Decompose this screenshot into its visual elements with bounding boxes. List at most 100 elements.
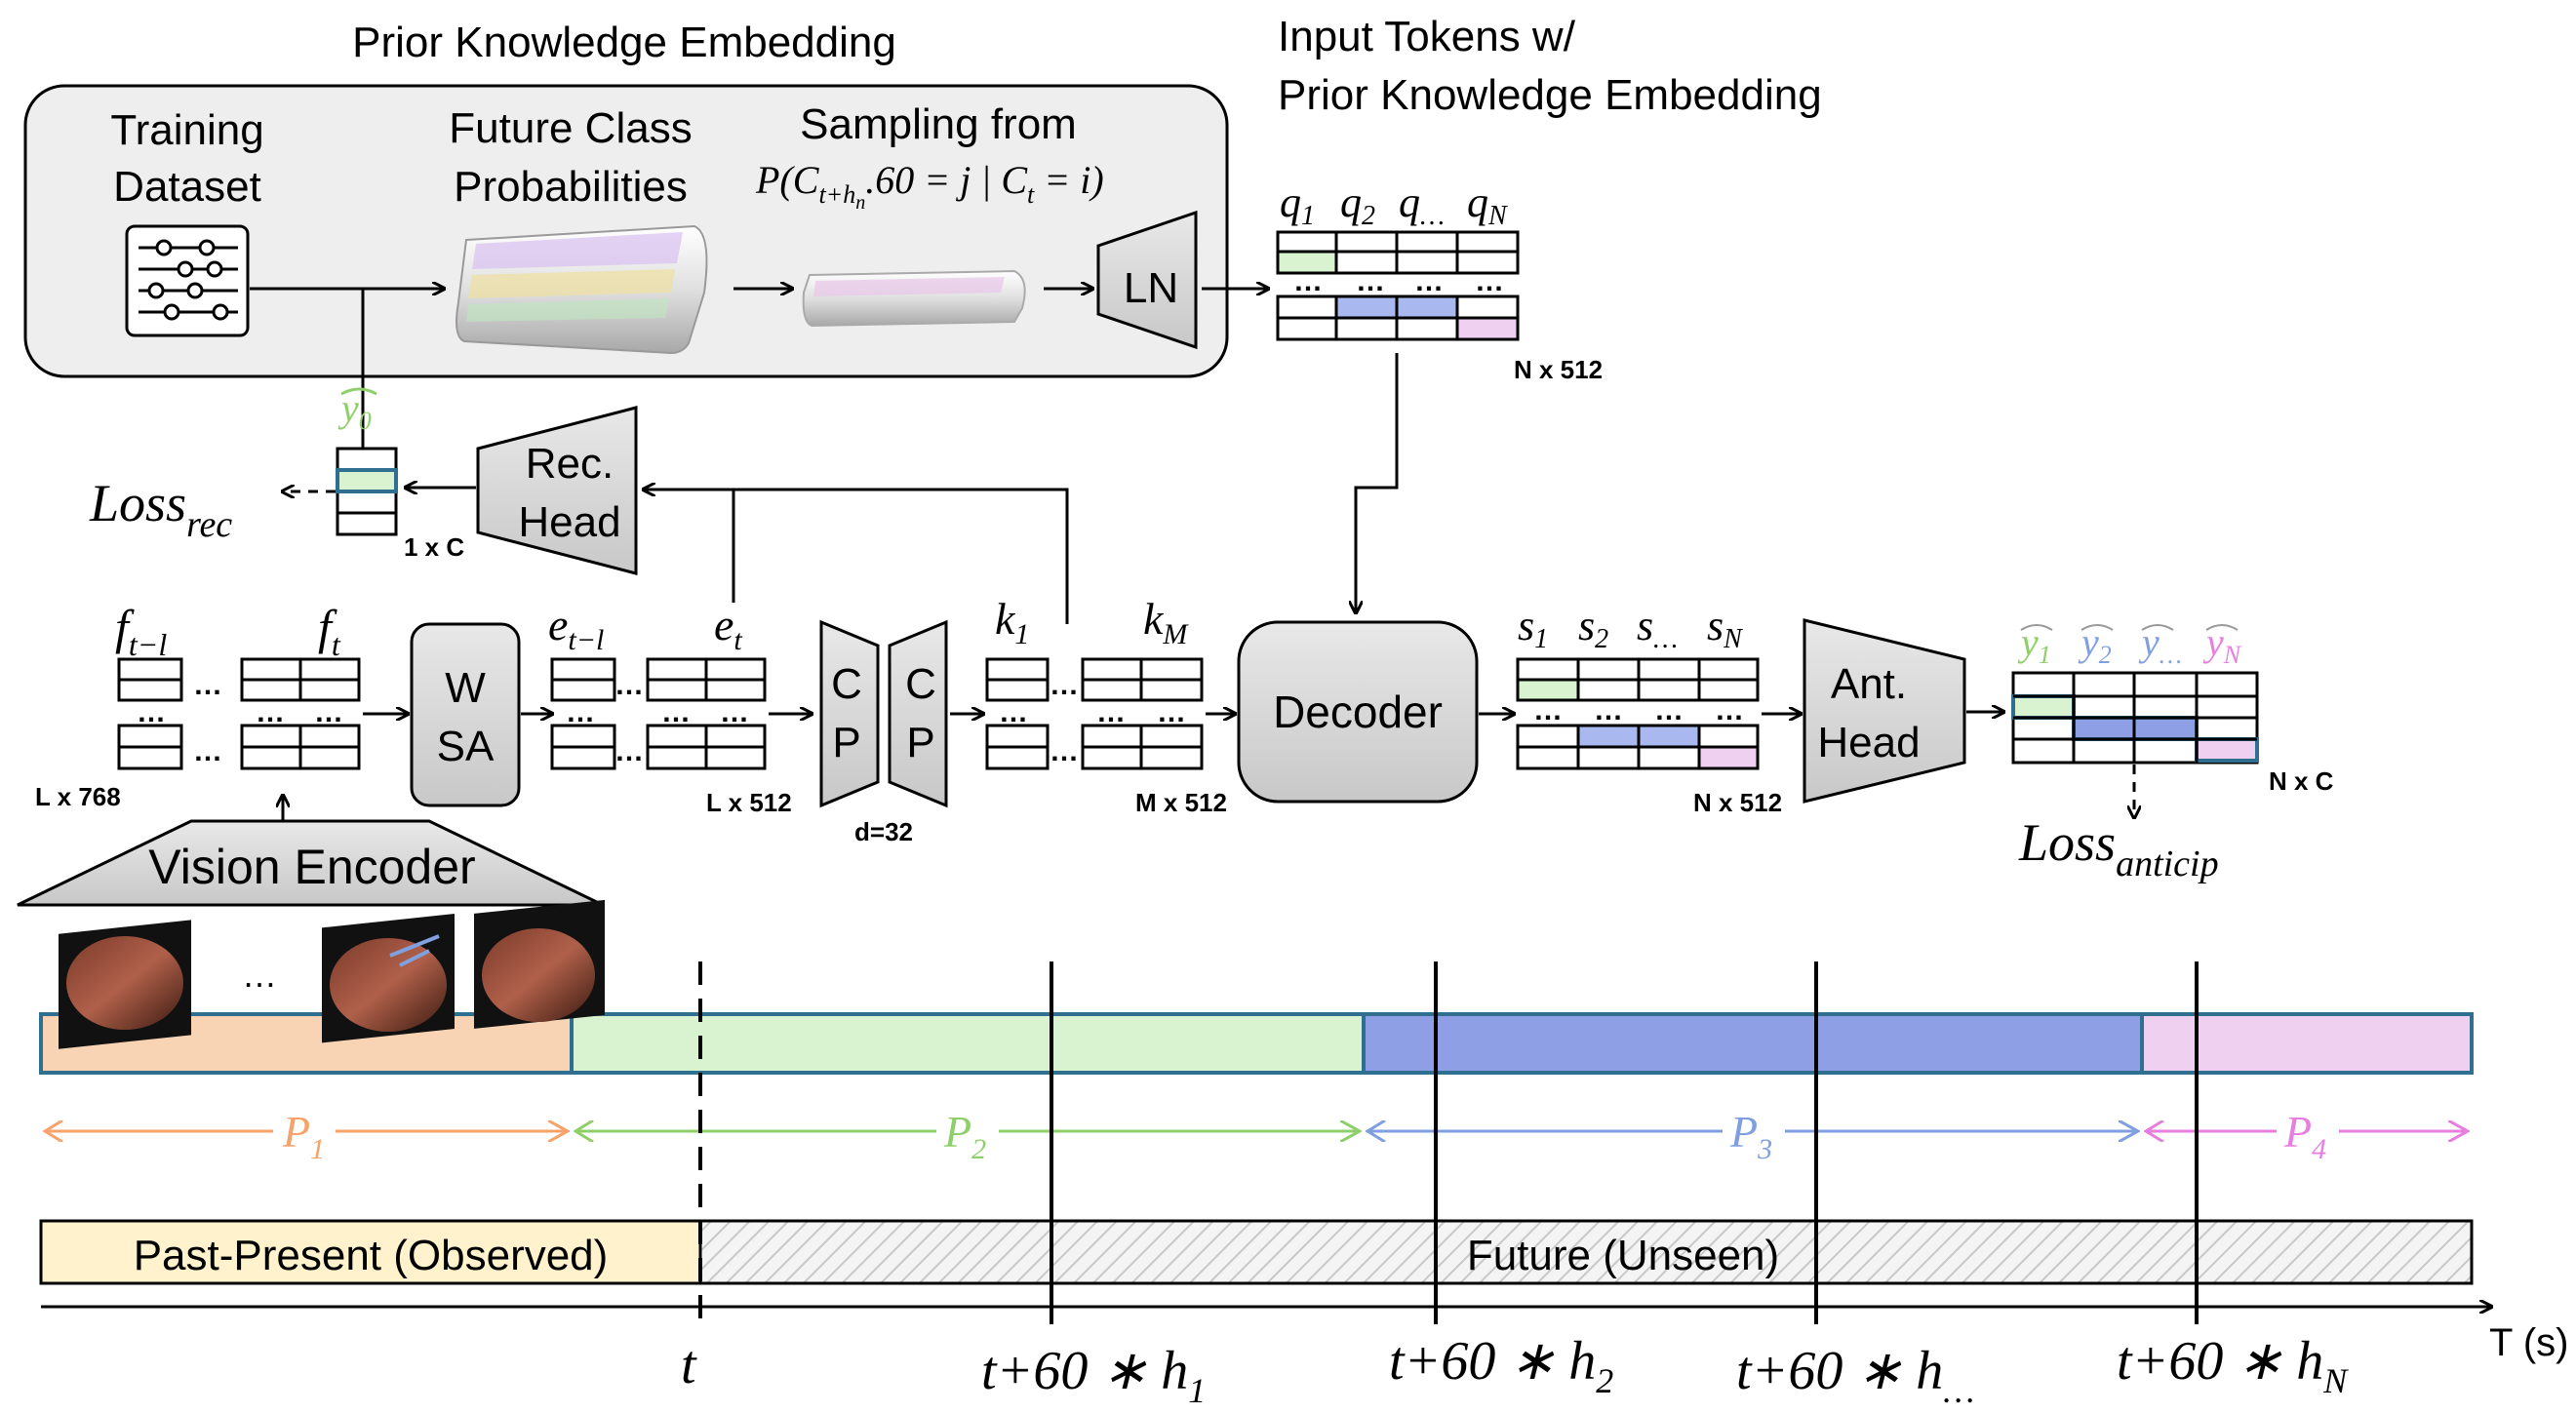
prior-title: Prior Knowledge Embedding: [352, 19, 896, 66]
surgical-frame-1: [59, 920, 191, 1049]
rec-head-label-1: Rec.: [526, 440, 614, 488]
training-label-2: Dataset: [113, 163, 261, 211]
wsa-block: [410, 622, 521, 807]
embedding-dots-1: …: [566, 696, 595, 728]
rec-head-label-2: Head: [518, 498, 620, 546]
k-label-1: k1: [995, 594, 1029, 650]
query-label-1: q1: [1280, 178, 1315, 231]
output-matrix: [2011, 671, 2259, 765]
phase-label-p4: P4: [2283, 1107, 2326, 1165]
ant-head-label-1: Ant.: [1831, 660, 1907, 708]
output-label-3: y…: [2138, 620, 2182, 669]
sampled-tensor-small: [802, 269, 1026, 328]
query-labels: q1 q2 q… qN: [1280, 178, 1508, 231]
feature-dots-2: …: [193, 669, 222, 701]
vision-encoder-label: Vision Encoder: [148, 840, 475, 894]
future-label-2: Probabilities: [454, 163, 688, 211]
feature-dots-1: …: [137, 696, 166, 728]
future-label-1: Future Class: [449, 104, 692, 152]
tick-horizon-3: t+60 ∗ h…: [1736, 1341, 1974, 1410]
embeddings-dim: L x 512: [706, 788, 792, 817]
arrow-tokens-to-decoder: [1356, 353, 1399, 612]
state-matrix: [1516, 657, 1760, 770]
state-label-2: s2: [1578, 602, 1608, 654]
token-dots-2: …: [1356, 265, 1385, 297]
phase-band-p4: [2142, 1014, 2472, 1073]
p3-label-bg: [1723, 1108, 1785, 1162]
e-label-1: et−l: [548, 600, 604, 656]
tick-horizon-n: t+60 ∗ hN: [2117, 1331, 2349, 1400]
f-label-2: ft: [318, 600, 341, 662]
cp-p-1: P: [832, 719, 860, 766]
cp-c-1: C: [831, 660, 862, 708]
p1-label-bg: [273, 1108, 336, 1162]
state-label-3: s…: [1637, 602, 1678, 654]
output-labels: y1 y2 y… yN: [2017, 620, 2242, 669]
sampling-formula: P(Ct+hn.60 = j | Ct = i): [755, 158, 1104, 214]
training-label-1: Training: [110, 106, 263, 154]
phase-label-p2: P2: [943, 1107, 986, 1165]
y0-hat: [340, 387, 377, 396]
cp-p-2: P: [906, 719, 934, 766]
output-label-1: y1: [2017, 620, 2051, 669]
unseen-label: Future (Unseen): [1467, 1232, 1779, 1279]
keys-dim: M x 512: [1135, 788, 1227, 817]
phase-label-p3: P3: [1729, 1107, 1772, 1165]
surgical-frame-3: [474, 899, 605, 1029]
outputs-dim: N x C: [2269, 766, 2334, 796]
y0-dim: 1 x C: [404, 532, 464, 562]
output-hats: [2020, 624, 2239, 631]
k-label-2: kM: [1143, 594, 1189, 650]
layer-norm-block: [1096, 210, 1198, 350]
unseen-bar: [698, 1219, 2474, 1285]
tick-present: t: [681, 1335, 697, 1395]
surgical-frame-2: [322, 914, 455, 1043]
state-labels: s1 s2 s… sN: [1518, 602, 1743, 654]
query-label-2: q2: [1340, 178, 1375, 231]
embedding-matrix: [550, 657, 767, 770]
e-label-2: et: [714, 600, 742, 656]
ln-label: LN: [1124, 264, 1178, 312]
probability-tensor-large: [456, 224, 708, 355]
input-tokens-title-1: Input Tokens w/: [1278, 13, 1576, 60]
token-dots-1: …: [1293, 265, 1323, 297]
p4-label-bg: [2277, 1108, 2339, 1162]
output-label-2: y2: [2078, 620, 2112, 669]
y0-vector: [336, 447, 398, 536]
embedding-dots-2: …: [614, 669, 644, 701]
key-dots-1: …: [999, 696, 1028, 728]
embedding-dots-3: …: [614, 735, 644, 767]
input-tokens-title-2: Prior Knowledge Embedding: [1278, 71, 1822, 119]
observed-bar: [39, 1219, 702, 1285]
state-dots-3: …: [1654, 694, 1684, 726]
query-label-n: qN: [1467, 178, 1508, 231]
states-dim: N x 512: [1693, 788, 1782, 817]
observed-label: Past-Present (Observed): [134, 1232, 609, 1279]
tick-horizon-2: t+60 ∗ h2: [1389, 1331, 1613, 1400]
embedding-dots-4: …: [661, 696, 691, 728]
key-dots-3: …: [1050, 735, 1079, 767]
wsa-label-2: SA: [437, 723, 495, 770]
loss-anticip: Lossanticip: [2018, 813, 2219, 884]
cp-c-2: C: [905, 660, 936, 708]
output-label-n: yN: [2202, 620, 2242, 669]
state-label-n: sN: [1707, 602, 1743, 654]
tick-horizon-1: t+60 ∗ h1: [981, 1341, 1206, 1410]
phase-band-p2: [572, 1014, 1364, 1073]
y0-label: y0: [337, 386, 372, 435]
arrow-keys-to-rec-head: [644, 490, 1069, 624]
f-label-1: ft−l: [115, 600, 167, 662]
cp-block-1: [819, 619, 880, 808]
ant-head-label-2: Head: [1817, 719, 1920, 766]
frames-ellipsis: …: [242, 955, 277, 995]
phase-band-border: [39, 1012, 2474, 1075]
key-dots-4: …: [1096, 696, 1126, 728]
query-label-3: q…: [1399, 178, 1445, 231]
time-axis-label: T (s): [2489, 1321, 2568, 1364]
input-token-matrix: [1276, 230, 1520, 341]
key-dots-5: …: [1157, 696, 1186, 728]
phase-label-p1: P1: [282, 1107, 325, 1165]
token-dots-4: …: [1475, 265, 1504, 297]
dataset-icon: [125, 224, 250, 337]
